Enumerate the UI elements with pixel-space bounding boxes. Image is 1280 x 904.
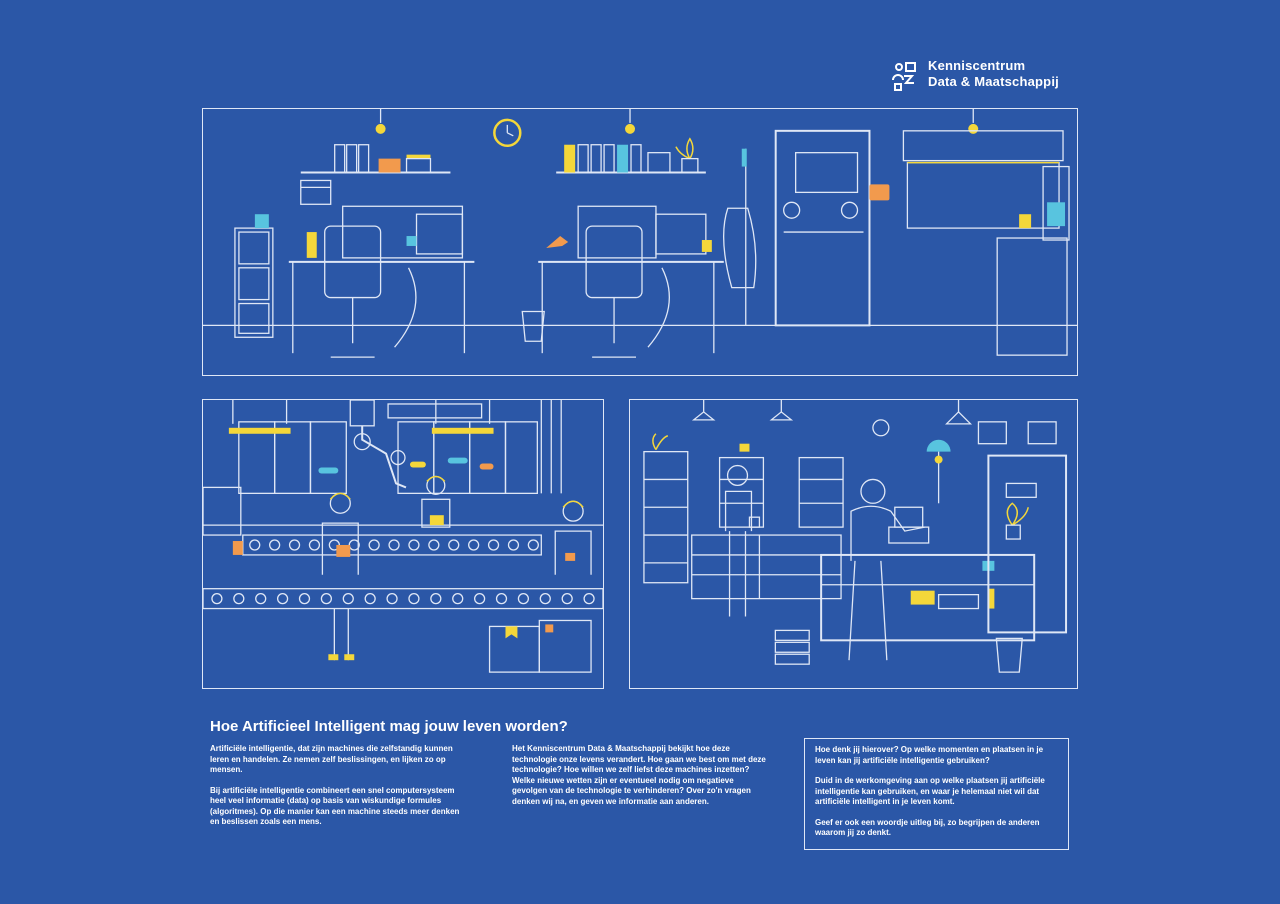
wall-clock-icon — [493, 118, 522, 147]
shop-rack-middle — [718, 443, 844, 528]
potted-plant-icon — [1005, 502, 1029, 540]
conveyor-belt-lower — [203, 588, 603, 610]
shop-lamp-1 — [691, 400, 716, 421]
meeting-room — [774, 129, 890, 327]
trash-bin — [521, 310, 545, 342]
shop-scene — [629, 399, 1078, 689]
shop-person-right — [848, 478, 925, 661]
factory-machine — [203, 486, 243, 555]
ceiling-lamp-2 — [625, 109, 636, 134]
shop-window — [977, 421, 1057, 445]
factory-scene — [202, 399, 604, 689]
logo-line-2: Data & Maatschappij — [928, 74, 1059, 89]
cash-register-icon — [888, 506, 930, 544]
desk-2 — [538, 205, 724, 358]
questions-box: Hoe denk jij hierover? Op welke momenten… — [804, 738, 1069, 850]
file-cabinet — [234, 214, 274, 338]
factory-windows — [238, 421, 538, 494]
intro-column: Artificiële intelligentie, dat zijn mach… — [210, 744, 468, 838]
question-paragraph-1: Hoe denk jij hierover? Op welke momenten… — [815, 745, 1044, 765]
intro-paragraph-2: Bij artificiële intelligentie combineert… — [210, 785, 460, 827]
shop-clock-icon — [872, 419, 890, 437]
shop-lamp-2 — [769, 400, 794, 421]
shop-rack-left — [643, 433, 689, 584]
robot-arm-icon — [349, 400, 407, 489]
coat-rack — [723, 148, 757, 326]
ceiling-lamp-1 — [375, 109, 386, 134]
about-paragraph: Het Kenniscentrum Data & Maatschappij be… — [512, 744, 766, 806]
shop-drawers — [691, 534, 842, 600]
kitchen — [902, 130, 1070, 356]
conveyor-belt-upper — [242, 534, 542, 556]
floor-lamp-icon — [926, 439, 951, 504]
shop-back-door — [987, 454, 1068, 634]
question-paragraph-2: Duid in de werkomgeving aan op welke pla… — [815, 776, 1045, 806]
factory-worker-3 — [554, 500, 592, 575]
kenniscentrum-logo-icon — [892, 62, 916, 91]
factory-pipes — [540, 400, 562, 494]
shop-lamp-3 — [945, 400, 973, 425]
factory-lamp-1 — [228, 400, 291, 434]
office-scene — [202, 108, 1078, 376]
page-title: Hoe Artificieel Intelligent mag jouw lev… — [210, 718, 568, 735]
shop-trash-bin — [995, 637, 1023, 673]
factory-lamp-2 — [431, 400, 494, 434]
question-paragraph-3: Geef er ook een woordje uitleg bij, zo b… — [815, 817, 1040, 838]
desk-1 — [288, 205, 475, 358]
shelf-middle — [556, 137, 706, 174]
shelf-left — [300, 144, 451, 174]
logo: Kenniscentrum Data & Maatschappij — [890, 58, 1090, 98]
shop-person-left — [724, 464, 761, 617]
logo-line-1: Kenniscentrum — [928, 58, 1026, 73]
crate-stack — [774, 629, 810, 665]
about-column: Het Kenniscentrum Data & Maatschappij be… — [512, 744, 768, 817]
logo-text: Kenniscentrum Data & Maatschappij — [928, 58, 1059, 90]
ceiling-lamp-3 — [968, 109, 979, 134]
calendar-icon — [300, 179, 332, 205]
factory-worker-1 — [321, 492, 359, 661]
cardboard-boxes — [488, 619, 592, 673]
factory-worker-2 — [421, 475, 451, 528]
intro-paragraph-1: Artificiële intelligentie, dat zijn mach… — [210, 744, 453, 774]
production-display — [387, 403, 483, 419]
